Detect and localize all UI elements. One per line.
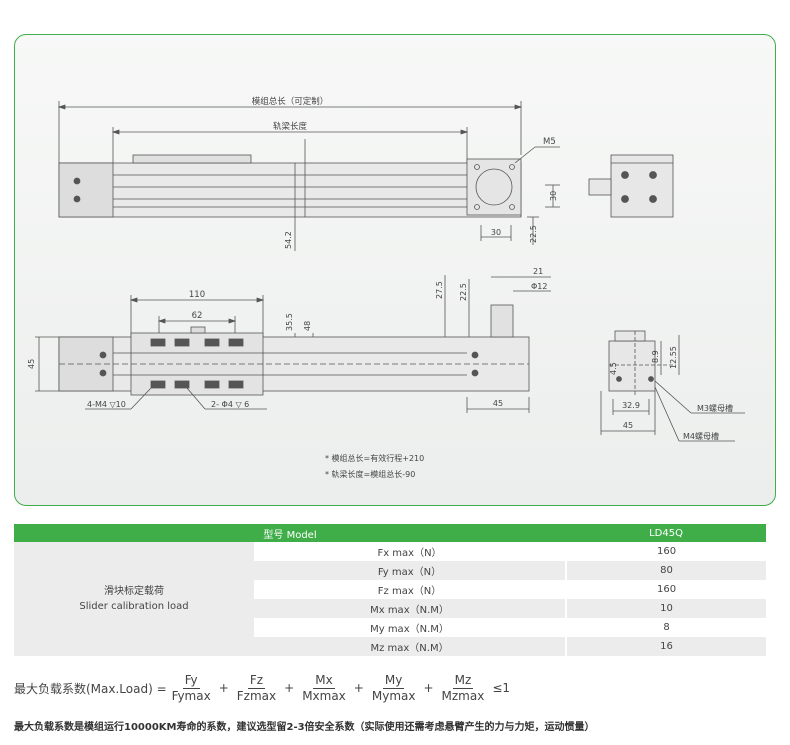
plus-sign: + xyxy=(284,681,295,695)
param-cell: My max（N.M） xyxy=(254,618,567,637)
spec-table: 型号 Model LD45Q 滑块标定载荷 Slider calibration… xyxy=(14,524,767,656)
value-cell: 160 xyxy=(565,542,767,561)
dim-rail-length: 轨梁长度 xyxy=(273,121,308,132)
table-row: 滑块标定载荷 Slider calibration load Fx max（N）… xyxy=(14,542,767,656)
table-row: Fz max（N） 160 xyxy=(14,580,767,599)
technical-drawing-panel: 模组总长（可定制） 轨梁长度 M5 30 xyxy=(14,34,776,506)
dim-35-5: 35.5 xyxy=(285,313,294,331)
table-row: My max（N.M） 8 xyxy=(14,618,767,637)
footnote: 最大负载系数是模组运行10000KM寿命的系数，建议选型留2-3倍安全系数（实际… xyxy=(14,722,595,733)
side-view: 110 62 35.5 48 xyxy=(27,267,551,413)
table-row: Mz max（N.M） 16 xyxy=(14,637,767,656)
param-cell: Fy max（N） xyxy=(254,561,567,580)
table-header: 型号 Model LD45Q xyxy=(14,524,767,542)
table-row: Fy max（N） 80 xyxy=(14,561,767,580)
dim-48: 48 xyxy=(303,321,312,331)
dim-110: 110 xyxy=(189,290,205,300)
plus-sign: + xyxy=(423,681,434,695)
formula-limit: ≤1 xyxy=(492,681,511,695)
value-cell: 10 xyxy=(565,599,767,618)
end-view-bottom: 8.9 12.55 4.5 32.9 45 M3螺母槽 M4螺母槽 xyxy=(600,330,745,442)
param-cell: Fx max（N） xyxy=(254,542,567,561)
value-cell: 16 xyxy=(565,637,767,656)
table-row: Mx max（N.M） 10 xyxy=(14,599,767,618)
note-total-length: * 模组总长=有效行程+210 xyxy=(325,453,424,463)
formula-label: 最大负载系数(Max.Load) = xyxy=(14,681,167,696)
m4-slot-label: M4螺母槽 xyxy=(683,431,719,441)
plus-sign: + xyxy=(353,681,364,695)
row-header-cn: 滑块标定载荷 xyxy=(104,586,164,597)
dim-45-left: 45 xyxy=(27,359,36,369)
dim-32-9: 32.9 xyxy=(622,401,640,410)
dim-21: 21 xyxy=(533,267,543,276)
row-header: 滑块标定载荷 Slider calibration load xyxy=(14,542,254,656)
dim-22-5-top: 22.5 xyxy=(529,225,538,243)
dim-2-phi4: 2- Φ4 ▽ 6 xyxy=(211,400,249,409)
dim-4-5: 4.5 xyxy=(609,362,618,375)
end-view-top xyxy=(588,154,674,218)
dim-12-55: 12.55 xyxy=(669,346,678,369)
value-cell: 80 xyxy=(565,561,767,580)
dim-62: 62 xyxy=(192,311,203,321)
header-model: 型号 Model xyxy=(14,524,567,542)
param-cell: Mz max（N.M） xyxy=(254,637,567,656)
dim-22-5-side: 22.5 xyxy=(459,283,468,301)
dim-8-9: 8.9 xyxy=(651,350,660,363)
dim-phi12: Φ12 xyxy=(531,282,547,291)
dim-45-end: 45 xyxy=(623,421,633,430)
dim-total-length: 模组总长（可定制） xyxy=(252,96,329,107)
param-cell: Mx max（N.M） xyxy=(254,599,567,618)
dim-4-m4: 4-M4 ▽10 xyxy=(87,400,126,409)
value-cell: 8 xyxy=(565,618,767,637)
top-view: 模组总长（可定制） 轨梁长度 M5 30 xyxy=(57,96,560,251)
dim-30-vertical: 30 xyxy=(549,191,558,201)
dim-45-bottom: 45 xyxy=(493,399,503,408)
header-value: LD45Q xyxy=(566,524,767,542)
dim-54-2: 54.2 xyxy=(284,231,293,249)
dim-m5: M5 xyxy=(543,137,556,147)
dim-27-5: 27.5 xyxy=(435,281,444,299)
dim-30-horizontal: 30 xyxy=(491,228,501,237)
param-cell: Fz max（N） xyxy=(254,580,567,599)
value-cell: 160 xyxy=(565,580,767,599)
note-rail-length: * 轨梁长度=模组总长-90 xyxy=(325,469,415,479)
plus-sign: + xyxy=(218,681,229,695)
m3-slot-label: M3螺母槽 xyxy=(697,403,733,413)
row-header-en: Slider calibration load xyxy=(79,601,189,612)
technical-drawing: 模组总长（可定制） 轨梁长度 M5 30 xyxy=(27,96,745,479)
